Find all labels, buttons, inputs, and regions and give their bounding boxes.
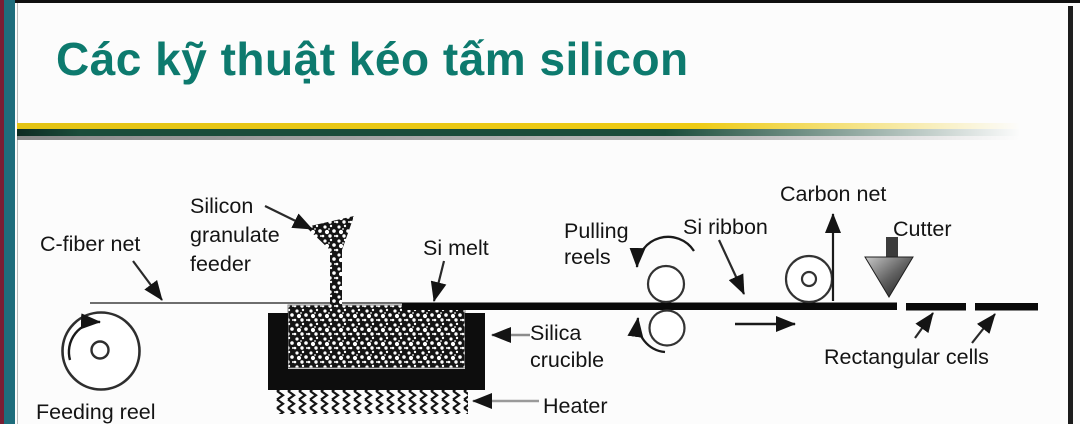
label-pulling-reels-line2: reels xyxy=(564,245,611,269)
label-feeder-line1: Silicon xyxy=(190,194,253,218)
label-feeding-reel: Feeding reel xyxy=(36,400,156,424)
si-ribbon-pointer xyxy=(718,239,745,295)
label-heater: Heater xyxy=(543,394,608,418)
left-teal-stripe xyxy=(4,0,15,424)
si-ribbon-strip xyxy=(402,302,897,310)
left-maroon-stripe xyxy=(0,0,4,424)
rect-cell-1 xyxy=(906,303,966,311)
feeding-reel-hub xyxy=(90,340,110,360)
feeder-pointer xyxy=(264,205,313,230)
label-feeder-line3: feeder xyxy=(190,252,251,276)
heater-zigzag xyxy=(275,390,468,414)
feeding-reel-icon xyxy=(61,311,141,391)
label-c-fiber-net: C-fiber net xyxy=(40,232,140,256)
rect-cell-2 xyxy=(975,303,1038,311)
label-carbon-net: Carbon net xyxy=(780,182,886,206)
label-si-melt: Si melt xyxy=(423,236,489,260)
label-rectangular-cells: Rectangular cells xyxy=(824,345,989,369)
cutter-stem xyxy=(886,237,898,258)
si-melt-pointer xyxy=(430,260,447,302)
label-pulling-reels-line1: Pulling xyxy=(564,219,629,243)
right-border xyxy=(1068,6,1073,424)
pulling-reels-icon xyxy=(627,235,695,354)
separator-yellow-line xyxy=(17,123,1062,129)
rect-cells-pointer-2 xyxy=(971,313,996,344)
carbon-net-reel-hub xyxy=(800,270,818,288)
c-fiber-net-pointer xyxy=(132,260,163,301)
top-border xyxy=(15,0,1080,3)
title-separator xyxy=(17,123,1062,143)
separator-shadow-line xyxy=(17,136,1062,140)
cutter-blade xyxy=(864,256,914,298)
carbon-net-reel-icon xyxy=(784,213,841,304)
cutter-icon xyxy=(864,237,914,298)
left-hairline xyxy=(17,3,18,424)
pulling-reel-bottom xyxy=(648,309,686,347)
granulate-feeder-funnel xyxy=(306,216,354,306)
label-feeder-line2: granulate xyxy=(190,223,280,247)
slide-title: Các kỹ thuật kéo tấm silicon xyxy=(56,33,689,85)
pulling-reel-top xyxy=(646,264,686,304)
label-silica-crucible-line2: crucible xyxy=(530,348,604,372)
feeding-reel-rotation-arrow xyxy=(67,313,101,361)
separator-green-line xyxy=(17,129,1062,136)
silica-crucible-shape xyxy=(268,313,485,390)
label-cutter: Cutter xyxy=(893,217,952,241)
rect-cells-pointer-1 xyxy=(914,312,934,339)
label-si-ribbon: Si ribbon xyxy=(683,215,768,239)
si-melt-pool xyxy=(287,304,466,369)
label-silica-crucible-line1: Silica xyxy=(530,321,581,345)
pulling-reel-top-rotation-arrow xyxy=(629,235,695,268)
pulling-reel-bottom-rotation-arrow xyxy=(627,317,666,354)
